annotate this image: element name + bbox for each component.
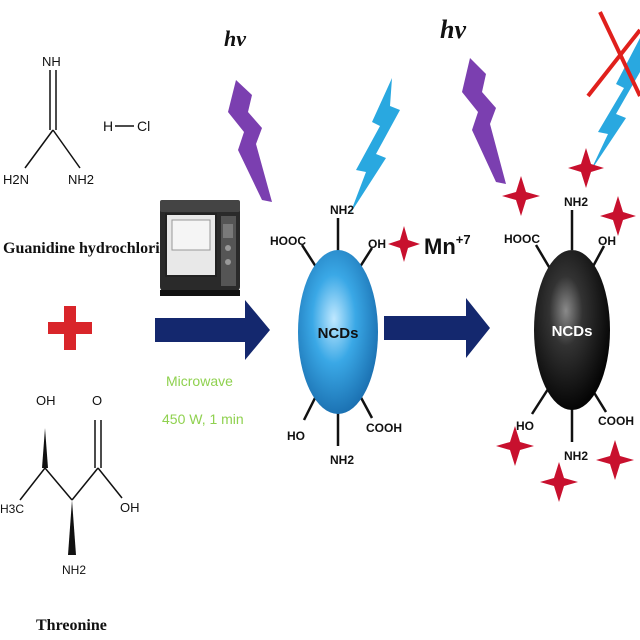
- hcl-cl-label: Cl: [137, 118, 150, 134]
- ncd-black-sphere: [534, 250, 610, 410]
- ncd2-hooc: HOOC: [504, 232, 540, 246]
- mn-star-icon: [568, 148, 604, 188]
- ncd1-hooc: HOOC: [270, 234, 306, 248]
- ncd1-cooh: COOH: [366, 421, 402, 435]
- reaction-arrow-1: [155, 300, 270, 360]
- uv-light-bolt-icon-2: [462, 58, 506, 184]
- ncd-quenched: NCDs NH2 HOOC OH HO COOH NH2: [504, 195, 634, 463]
- threonine-oh-label: OH: [36, 393, 56, 408]
- ncd2-oh: OH: [598, 234, 616, 248]
- guanidine-name: Guanidine hydrochloride: [3, 240, 176, 257]
- ncd1-ho: HO: [287, 429, 305, 443]
- threonine-carboxyl-oh-label: OH: [120, 500, 140, 515]
- threonine-h3c-label: H3C: [0, 502, 24, 516]
- mn-ion-stars: [496, 148, 636, 502]
- mn-reagent-label: Mn+7: [424, 232, 471, 259]
- guanidine-nh2-label: NH2: [68, 172, 94, 187]
- ncd1-oh: OH: [368, 237, 386, 251]
- threonine-o-label: O: [92, 393, 102, 408]
- light-symbol-1: hv: [224, 26, 246, 51]
- mn-star-icon: [600, 196, 636, 236]
- ncd1-nh2-top: NH2: [330, 203, 354, 217]
- ncd1-nh2-bottom: NH2: [330, 453, 354, 467]
- ncd2-nh2-bottom: NH2: [564, 449, 588, 463]
- microwave-conditions-label: 450 W, 1 min: [162, 411, 244, 427]
- hcl-h-label: H: [103, 118, 113, 134]
- ncd2-ho: HO: [516, 419, 534, 433]
- mn-star-icon: [502, 176, 540, 216]
- plus-sign: [48, 306, 92, 350]
- mn-star-icon: [540, 462, 578, 502]
- mn-star-icon: [596, 440, 634, 480]
- microwave-label: Microwave: [166, 373, 233, 389]
- guanidine-h2n-label: H2N: [3, 172, 29, 187]
- fluorescence-bolt-icon-2: [590, 38, 640, 172]
- threonine-name: Threonine: [36, 617, 107, 634]
- ncd2-nh2-top: NH2: [564, 195, 588, 209]
- ncd-fluorescent: NCDs NH2 HOOC OH HO COOH NH2: [270, 203, 402, 467]
- ncd-label-2: NCDs: [552, 323, 593, 340]
- reaction-arrow-2: [384, 298, 490, 358]
- guanidine-nh-label: NH: [42, 54, 61, 69]
- mn-star-plus-icon: [388, 226, 420, 262]
- guanidine-structure: NH H2N NH2 H Cl: [3, 54, 150, 187]
- uv-light-bolt-icon: [228, 80, 272, 202]
- fluorescence-bolt-icon: [350, 78, 400, 214]
- threonine-nh2-label: NH2: [62, 563, 86, 577]
- microwave-oven-icon: [160, 200, 240, 296]
- ncd2-cooh: COOH: [598, 414, 634, 428]
- mn-star-icon: [496, 426, 534, 466]
- fluorescence-quenched-cross-icon: [586, 11, 640, 98]
- ncd-label-1: NCDs: [318, 325, 359, 342]
- threonine-structure: OH O H3C OH NH2: [0, 393, 140, 577]
- light-symbol-2: hv: [440, 15, 466, 44]
- ncd-blue-sphere: [298, 250, 378, 414]
